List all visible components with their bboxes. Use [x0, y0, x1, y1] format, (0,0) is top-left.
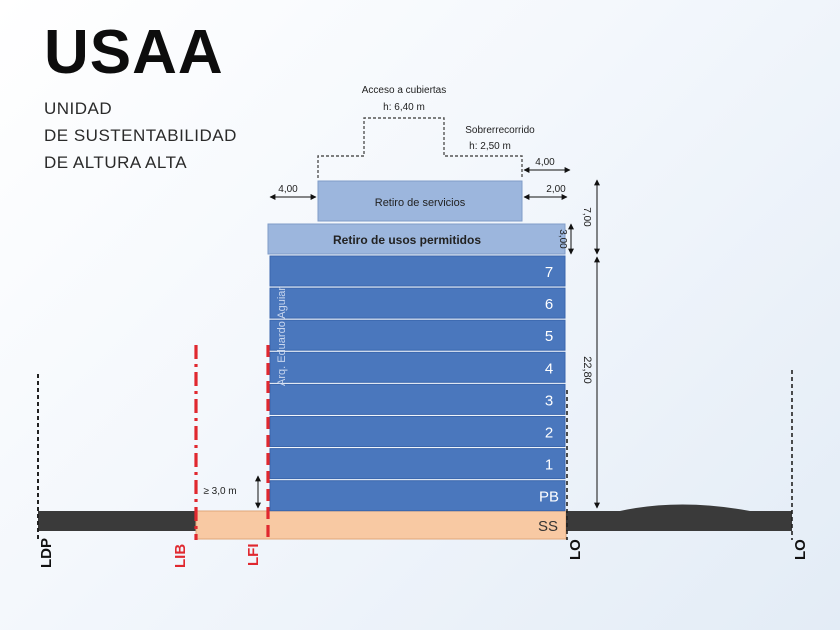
- dim-2280: 22,80: [581, 356, 593, 384]
- roof-envelope: [317, 117, 523, 178]
- floor-label: PB: [539, 489, 559, 506]
- retiro-servicios-block: [317, 180, 523, 222]
- ground-left: [38, 511, 198, 531]
- floor-4: [269, 383, 566, 415]
- floor-1: [269, 287, 566, 319]
- lo-right-label: LO: [792, 539, 809, 560]
- floor-3: [269, 351, 566, 383]
- lfi-label: LFI: [245, 544, 262, 567]
- floor-label: 6: [545, 296, 553, 313]
- basement-label: SS: [538, 518, 558, 535]
- basement: [195, 510, 567, 540]
- title: USAA: [44, 18, 224, 87]
- dim-700: 7,00: [581, 207, 592, 227]
- dim-ground: ≥ 3,0 m: [203, 486, 236, 497]
- retiro-servicios-label: Retiro de servicios: [375, 197, 466, 209]
- floor-label: 4: [545, 360, 553, 377]
- floor-0: [269, 255, 566, 287]
- floor-6: [269, 448, 566, 480]
- floor-label: 2: [545, 425, 553, 442]
- floor-5: [269, 416, 566, 447]
- dim-200: 2,00: [546, 184, 566, 195]
- floor-2: [269, 319, 566, 351]
- sobre-height: h: 2,50 m: [469, 141, 511, 152]
- sobre-title: Sobrerrecorrido: [465, 125, 535, 136]
- subtitle-line-3: DE ALTURA ALTA: [44, 153, 188, 172]
- retiro-usos-label: Retiro de usos permitidos: [333, 233, 481, 247]
- ldp-label: LDP: [38, 538, 55, 568]
- lo-left-label: LO: [567, 539, 584, 560]
- dim-right-400: 4,00: [535, 157, 555, 168]
- floor-label: 3: [545, 392, 553, 409]
- floor-stack: 7 6 5 4 3 2 1PB: [269, 255, 566, 512]
- floor-label: 1: [545, 457, 553, 474]
- floor-7: [269, 480, 566, 512]
- subtitle-line-2: DE SUSTENTABILIDAD: [44, 126, 237, 145]
- floor-label: 7: [545, 264, 553, 281]
- subtitle: UNIDAD DE SUSTENTABILIDAD DE ALTURA ALTA: [44, 95, 237, 176]
- dim-left-400: 4,00: [278, 184, 298, 195]
- dim-300: 3,00: [557, 229, 568, 249]
- retiro-usos-block: [267, 223, 566, 255]
- lib-label: LIB: [172, 544, 189, 568]
- author-label: Arq. Eduardo Aguiar: [276, 287, 288, 386]
- floor-label: 5: [545, 328, 553, 345]
- acceso-height: h: 6,40 m: [383, 102, 425, 113]
- acceso-title: Acceso a cubiertas: [362, 85, 447, 96]
- subtitle-line-1: UNIDAD: [44, 99, 113, 118]
- ground-right: [566, 504, 792, 531]
